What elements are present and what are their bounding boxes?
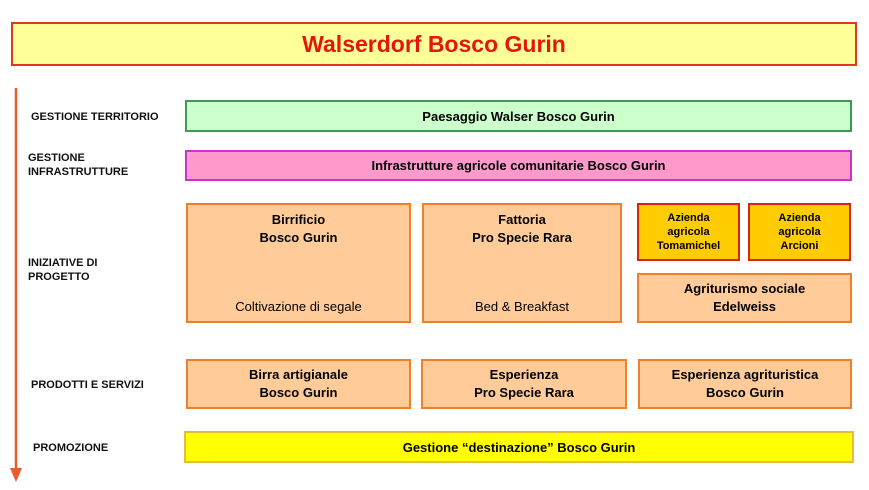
esperienza-box: Esperienza Pro Specie Rara [421, 359, 627, 409]
agriturismo-box: Agriturismo sociale Edelweiss [637, 273, 852, 323]
birra-box: Birra artigianale Bosco Gurin [186, 359, 411, 409]
timeline-arrow [10, 88, 22, 482]
fattoria-box: Fattoria Pro Specie Rara Bed & Breakfast [422, 203, 622, 323]
agrituristica-box: Esperienza agrituristica Bosco Gurin [638, 359, 852, 409]
promozione-box: Gestione “destinazione” Bosco Gurin [184, 431, 854, 463]
arcioni-box: Azienda agricola Arcioni [748, 203, 851, 261]
row-label-territorio: GESTIONE TERRITORIO [31, 111, 159, 123]
fattoria-sub: Bed & Breakfast [475, 299, 569, 314]
tomamichel-box: Azienda agricola Tomamichel [637, 203, 740, 261]
infrastrutture-box: Infrastrutture agricole comunitarie Bosc… [185, 150, 852, 181]
birrificio-name: Birrificio Bosco Gurin [259, 212, 338, 245]
row-label-prodotti: PRODOTTI E SERVIZI [31, 379, 144, 391]
birrificio-sub: Coltivazione di segale [235, 299, 362, 314]
paesaggio-box: Paesaggio Walser Bosco Gurin [185, 100, 852, 132]
page-title: Walserdorf Bosco Gurin [11, 22, 857, 66]
birrificio-box: Birrificio Bosco Gurin Coltivazione di s… [186, 203, 411, 323]
row-label-promozione: PROMOZIONE [33, 442, 109, 454]
row-label-infrastrutture: GESTIONE INFRASTRUTTURE [28, 152, 129, 178]
row-label-iniziative: INIZIATIVE DI PROGETTO [28, 257, 98, 283]
fattoria-name: Fattoria Pro Specie Rara [472, 212, 572, 245]
